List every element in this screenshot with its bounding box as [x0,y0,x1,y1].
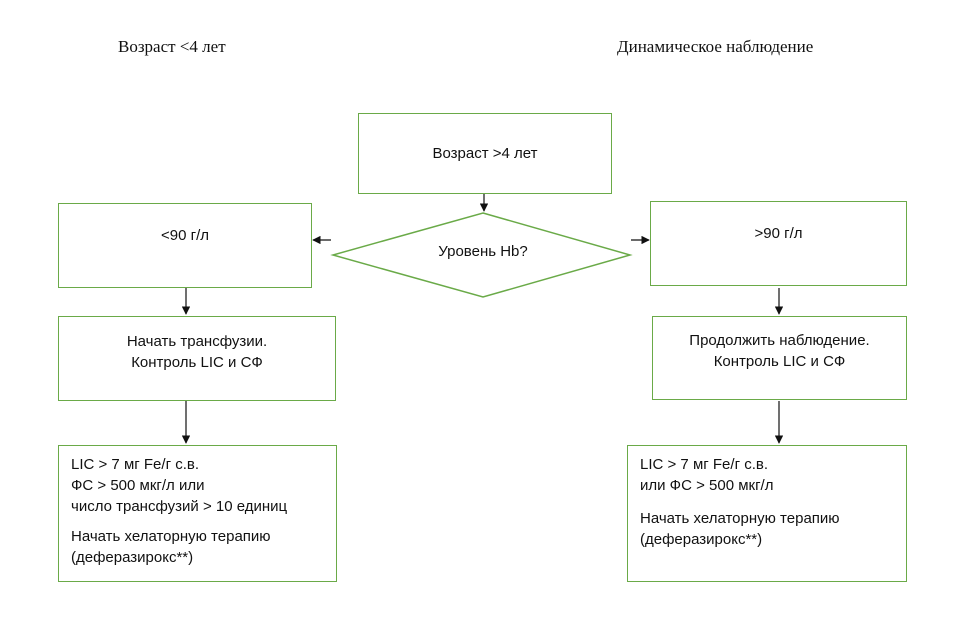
right-criteria-line-1: LIC > 7 мг Fe/г с.в. [640,456,769,473]
left-criteria-action-1: Начать хелаторную терапию [71,528,271,545]
right-criteria-line-2: или ФС > 500 мкг/л [640,477,774,494]
heading-age-under-4: Возраст <4 лет [118,37,226,56]
heading-dynamic-observation: Динамическое наблюдение [617,37,814,56]
left-criteria-line-2: ФС > 500 мкг/л или [71,477,205,494]
node-below-90: <90 г/л [58,203,312,288]
node-above-90: >90 г/л [650,201,907,286]
right-criteria-action-1: Начать хелаторную терапию [640,510,840,527]
left-criteria-action-2: (деферазирокс**) [71,549,194,566]
node-age-over-4: Возраст >4 лет [358,113,612,194]
node-right-criteria: LIC > 7 мг Fe/г с.в. или ФС > 500 мкг/л … [627,445,907,582]
left-criteria-line-3: число трансфузий > 10 единиц [71,498,288,515]
continue-observation-line-2: Контроль LIC и СФ [713,353,846,370]
node-start-transfusions: Начать трансфузии. Контроль LIC и СФ [58,316,336,401]
node-left-criteria: LIC > 7 мг Fe/г с.в. ФС > 500 мкг/л или … [58,445,337,582]
right-criteria-action-2: (деферазирокс**) [640,531,763,548]
decision-diamond [330,212,633,298]
start-transfusions-line-1: Начать трансфузии. [126,332,268,350]
node-below-90-label: <90 г/л [160,227,209,244]
node-above-90-label: >90 г/л [754,225,803,242]
continue-observation-line-1: Продолжить наблюдение. [689,332,870,349]
node-continue-observation: Продолжить наблюдение. Контроль LIC и СФ [652,316,907,400]
node-age-over-4-label: Возраст >4 лет [432,145,538,162]
left-criteria-line-1: LIC > 7 мг Fe/г с.в. [71,456,200,473]
decision-label: Уровень Hb? [438,243,528,260]
start-transfusions-line-2: Контроль LIC и СФ [131,353,263,371]
